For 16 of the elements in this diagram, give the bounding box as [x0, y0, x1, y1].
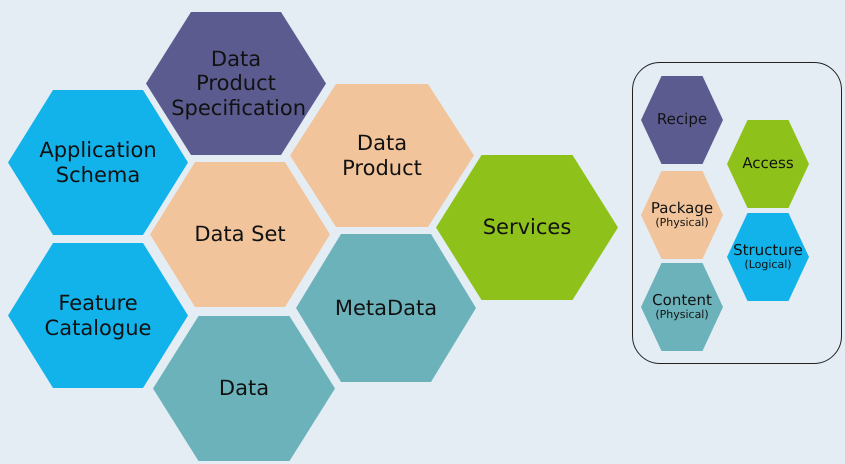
- tile-label: Application Schema: [38, 138, 158, 187]
- tile-label: Data Product: [341, 131, 423, 180]
- tile-label: Data Set: [194, 222, 286, 247]
- tile-sublabel: (Physical): [655, 217, 709, 230]
- tile-sublabel: (Physical): [655, 309, 709, 322]
- group-panel: [632, 62, 842, 364]
- tile-label: Package: [650, 200, 714, 218]
- tile-label: MetaData: [334, 296, 438, 320]
- tile-label: Content: [652, 292, 712, 310]
- tile-label: Services: [482, 215, 572, 240]
- tile-label: Access: [742, 155, 794, 173]
- tile-label: Recipe: [656, 111, 708, 129]
- tile-label: Feature Catalogue: [44, 291, 152, 340]
- tile-label: Structure: [733, 242, 803, 260]
- tile-sublabel: (Logical): [744, 259, 792, 272]
- tile-label: Data: [218, 376, 270, 401]
